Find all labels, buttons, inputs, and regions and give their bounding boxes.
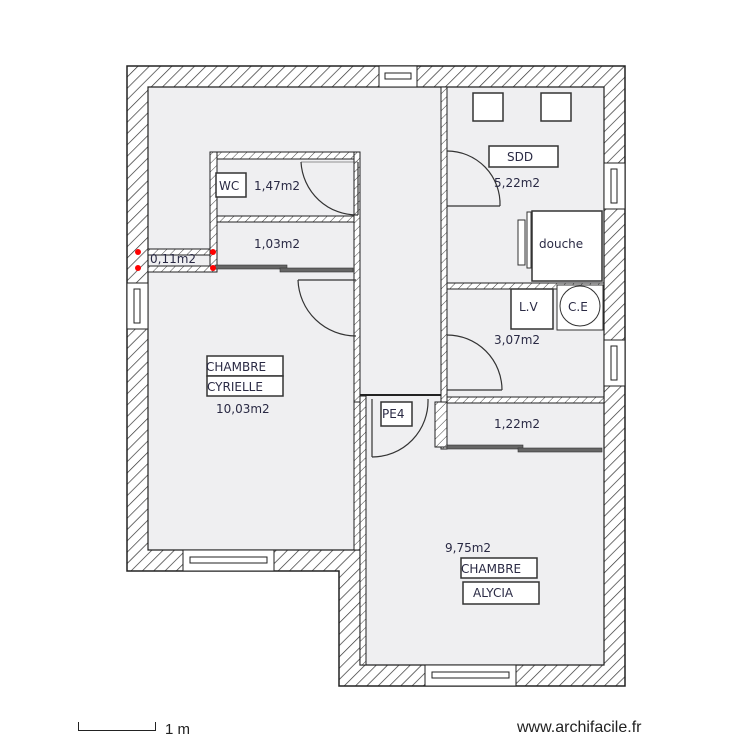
site-watermark: www.archifacile.fr <box>517 719 642 736</box>
sink-1-icon <box>472 92 504 122</box>
wc-label: WC <box>219 179 239 193</box>
door-alycia[interactable] <box>371 398 429 458</box>
sdd-fixtures <box>472 92 604 331</box>
closet-right-area: 1,22m2 <box>494 417 540 431</box>
door-sdd[interactable] <box>446 150 501 207</box>
shower-screen <box>517 219 526 266</box>
chambre-cyrielle-label-2: CYRIELLE <box>207 380 263 394</box>
wc-area: 1,47m2 <box>254 179 300 193</box>
water-heater-icon <box>559 285 601 327</box>
washing-machine-icon <box>510 288 554 330</box>
window-bottom-cyrielle <box>182 549 275 572</box>
scale-bar <box>78 722 156 731</box>
niche-area: 0,11m2 <box>150 252 196 266</box>
shower-panel <box>526 211 532 269</box>
room-labels: WC 1,47m2 1,03m2 0,11m2 CHAMBRE CYRIELLE… <box>150 150 588 600</box>
washing-machine-label: L.V <box>519 300 539 314</box>
interior-walls <box>147 86 605 666</box>
windows <box>126 65 626 687</box>
chambre-cyrielle-area: 10,03m2 <box>216 402 270 416</box>
door-cyrielle[interactable] <box>297 279 357 337</box>
label-boxes <box>206 145 559 605</box>
laundry-area: 3,07m2 <box>494 333 540 347</box>
scale-label: 1 m <box>165 721 191 738</box>
water-heater-label: C.E <box>568 300 588 314</box>
door-wc[interactable] <box>300 161 359 216</box>
swing-doors <box>297 150 503 458</box>
chambre-cyrielle-label-1: CHAMBRE <box>206 360 266 374</box>
sdd-area: 5,22m2 <box>494 176 540 190</box>
window-left <box>126 282 149 330</box>
window-bottom-alycia <box>424 664 517 687</box>
door-tag-label: PE4 <box>382 407 404 421</box>
shower-label: douche <box>539 237 583 251</box>
chambre-alycia-label-1: CHAMBRE <box>461 562 521 576</box>
window-right-sdd <box>603 162 626 210</box>
chambre-alycia-area: 9,75m2 <box>445 541 491 555</box>
selection-markers[interactable] <box>135 249 216 271</box>
door-laundry[interactable] <box>446 334 503 391</box>
sdd-label: SDD <box>507 150 533 164</box>
closet-top-area: 1,03m2 <box>254 237 300 251</box>
window-top <box>378 65 418 88</box>
chambre-alycia-label-2: ALYCIA <box>473 586 514 600</box>
sink-2-icon <box>540 92 572 122</box>
shower-tray-icon <box>531 210 603 282</box>
window-right-laundry <box>603 339 626 387</box>
sliding-doors <box>214 264 603 453</box>
